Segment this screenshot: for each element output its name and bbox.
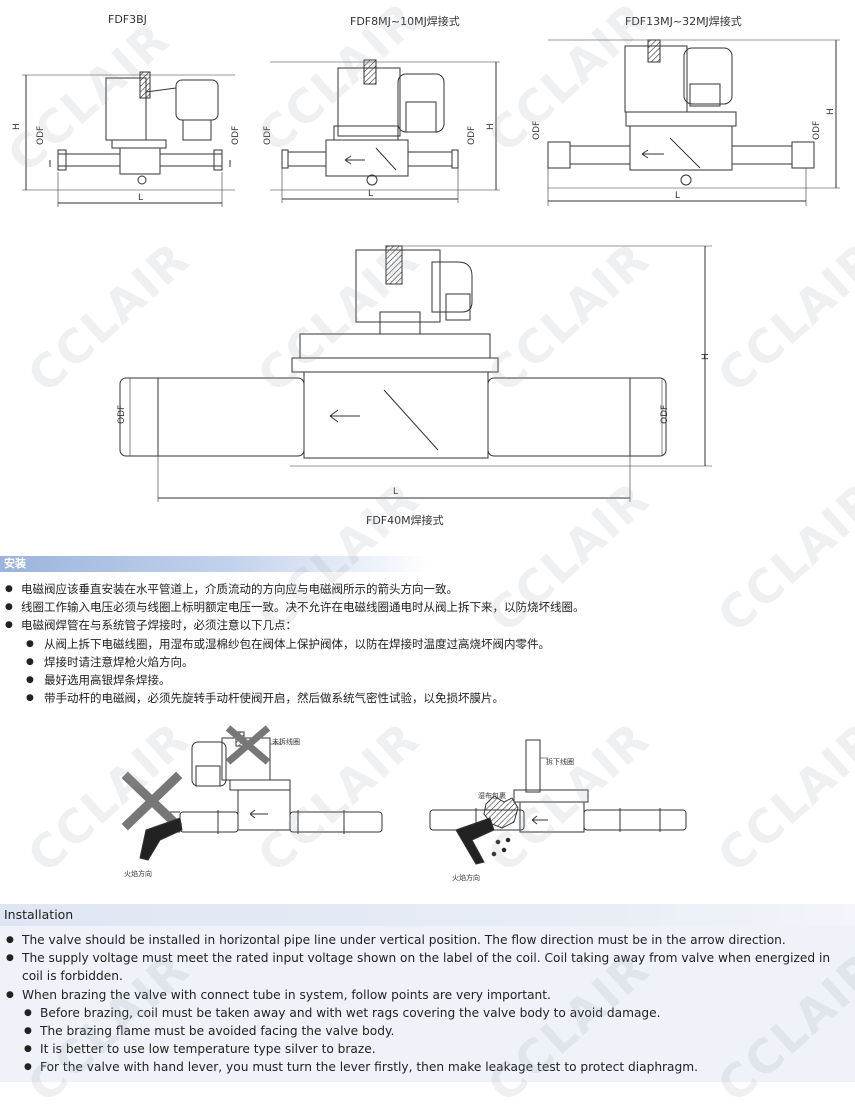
list-item: 从阀上拆下电磁线圈，用湿布或湿棉纱包在阀体上保护阀体，以防在焊接时温度过高烧坏阀… (2, 635, 585, 653)
section-header-en (0, 904, 855, 926)
list-item: For the valve with hand lever, you must … (2, 1058, 852, 1076)
list-item: 电磁阀应该垂直安装在水平管道上，介质流动的方向应与电磁阀所示的箭头方向一致。 (2, 580, 585, 598)
dim-l-label: L (138, 193, 143, 203)
drawing-fdf40m (119, 245, 712, 502)
install-list-en: The valve should be installed in horizon… (2, 931, 852, 1077)
dim-odf-label: ODF (812, 121, 822, 140)
list-item: The supply voltage must meet the rated i… (2, 949, 852, 985)
list-item: 电磁阀焊管在与系统管子焊接时，必须注意以下几点： (2, 616, 585, 634)
list-item: The valve should be installed in horizon… (2, 931, 852, 949)
figure-title-fdf8mj: FDF8MJ~10MJ焊接式 (350, 15, 460, 28)
list-item: Before brazing, coil must be taken away … (2, 1004, 852, 1022)
label-flame-direction: 火焰方向 (452, 873, 480, 882)
figure-title-fdf3bj: FDF3BJ (108, 13, 147, 26)
section-header-cn: 安装 (0, 556, 430, 572)
brazing-diagrams: 未拆线圈 火焰方向 拆下线圈 湿布包裹 火焰方向 (121, 725, 687, 882)
diagram-coil-not-removed (121, 725, 383, 861)
drawing-fdf13mj (547, 39, 840, 206)
label-wet-rag: 湿布包裹 (478, 791, 506, 800)
label-coil-not-removed: 未拆线圈 (272, 737, 300, 746)
dim-h-label: H (486, 123, 496, 130)
label-coil-removed: 拆下线圈 (546, 757, 574, 766)
dim-odf-label: ODF (660, 405, 670, 424)
valve-dimension-drawings: H ODF ODF L H ODF ODF L H ODF ODF L H OD… (12, 39, 840, 502)
dim-h-label: H (12, 123, 22, 130)
label-flame-direction: 火焰方向 (124, 869, 152, 878)
dim-odf-label: ODF (231, 126, 241, 145)
list-item: When brazing the valve with connect tube… (2, 986, 852, 1004)
dim-odf-label: ODF (467, 126, 477, 145)
install-list-cn: 电磁阀应该垂直安装在水平管道上，介质流动的方向应与电磁阀所示的箭头方向一致。 线… (2, 580, 585, 708)
dim-l-label: L (393, 487, 398, 497)
list-item: 线圈工作输入电压必须与线圈上标明额定电压一致。决不允许在电磁线圈通电时从阀上拆下… (2, 598, 585, 616)
dim-odf-label: ODF (263, 126, 273, 145)
dim-l-label: L (368, 189, 373, 199)
list-item: The brazing flame must be avoided facing… (2, 1022, 852, 1040)
list-item: It is better to use low temperature type… (2, 1040, 852, 1058)
list-item: 带手动杆的电磁阀，必须先旋转手动杆使阀开启，然后做系统气密性试验，以免损坏膜片。 (2, 689, 585, 707)
figure-title-fdf13mj: FDF13MJ~32MJ焊接式 (625, 15, 742, 28)
list-item: 焊接时请注意焊枪火焰方向。 (2, 653, 585, 671)
section-title-en: Installation (4, 907, 74, 922)
drawing-fdf8mj (270, 59, 500, 203)
diagram-coil-removed (429, 739, 687, 865)
section-title-cn: 安装 (4, 557, 26, 570)
dim-odf-label: ODF (36, 126, 46, 145)
dim-odf-label: ODF (532, 121, 542, 140)
drawing-fdf3bj (22, 71, 235, 207)
dim-h-label: H (701, 353, 711, 360)
figure-title-fdf40m: FDF40M焊接式 (366, 514, 444, 527)
dim-h-label: H (826, 108, 836, 115)
dim-odf-label: ODF (117, 405, 127, 424)
list-item: 最好选用高银焊条焊接。 (2, 671, 585, 689)
dim-l-label: L (675, 191, 680, 201)
